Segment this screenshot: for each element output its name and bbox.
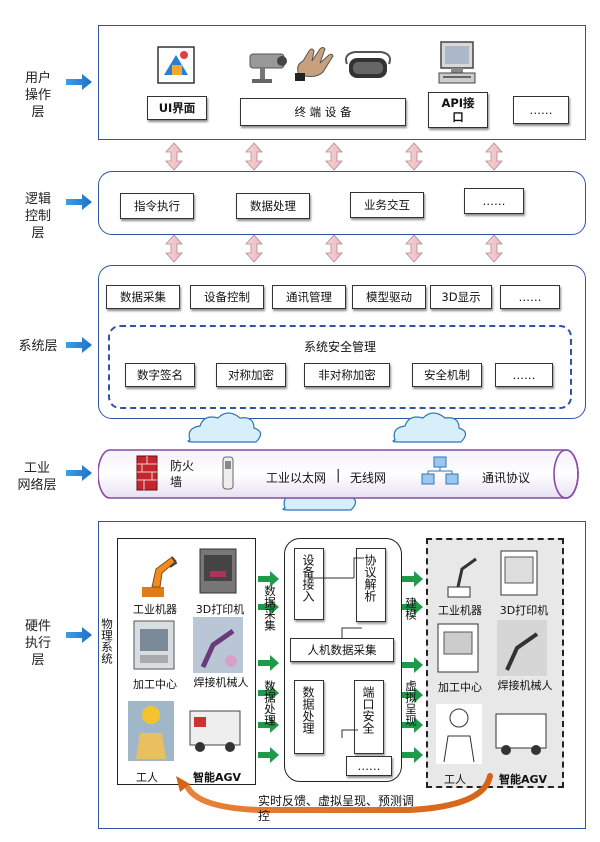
camera-icon xyxy=(249,53,287,83)
layer-label-system: 系统层 xyxy=(18,339,58,354)
physical-label-robot: 工业机器 xyxy=(133,603,177,616)
port-security-label: 端口安全 xyxy=(361,686,375,734)
computer-icon xyxy=(438,41,476,84)
virtual-label-welding: 焊接机械人 xyxy=(497,679,553,692)
sys-item-comm-manage: 通讯管理 xyxy=(272,285,346,309)
sys-item-device-control: 设备控制 xyxy=(190,285,264,309)
double-arrow-icon xyxy=(165,142,503,263)
ui-interface-box: UI界面 xyxy=(147,96,207,120)
physical-label-worker: 工人 xyxy=(136,771,158,784)
sec-item-digital-sign: 数字签名 xyxy=(125,363,195,387)
cmd-exec-box: 指令执行 xyxy=(120,193,194,219)
virtual-welding-icon xyxy=(497,620,547,676)
glove-icon xyxy=(295,47,334,81)
layer-label-logic: 逻辑 控制 层 xyxy=(24,192,51,241)
security-mgmt-title: 系统安全管理 xyxy=(303,340,376,354)
agv-icon xyxy=(189,710,241,752)
physical-system-label: 物理系统 xyxy=(100,618,114,664)
feedback-arrow xyxy=(176,773,493,813)
physical-label-welding: 焊接机械人 xyxy=(193,676,249,689)
sec-item-mechanism: 安全机制 xyxy=(412,363,482,387)
connectors xyxy=(308,557,364,738)
wireless-label: 无线网 xyxy=(350,471,387,485)
vr-headset-icon xyxy=(345,51,391,78)
physical-label-agv: 智能AGV xyxy=(192,771,242,784)
terminal-device-box: 终 端 设 备 xyxy=(240,98,406,126)
data-process-label: 数据处理 xyxy=(263,680,277,726)
virtual-worker-icon xyxy=(436,704,482,764)
hw-more-box: …… xyxy=(346,756,392,776)
biz-interaction-box: 业务交互 xyxy=(350,192,424,218)
sys-item-model-drive: 模型驱动 xyxy=(352,285,426,309)
sec-item-more: …… xyxy=(495,363,553,387)
ethernet-label: 工业以太网 xyxy=(266,471,327,485)
blue-arrow-icon xyxy=(66,74,92,643)
layer-label-network: 工业 网络层 xyxy=(17,461,57,493)
separator-bar: | xyxy=(336,468,341,483)
virtual-label-worker: 工人 xyxy=(444,773,466,786)
firewall-label: 防火 墙 xyxy=(170,459,195,489)
virtual-printer-icon xyxy=(500,550,538,596)
wireless-device-icon xyxy=(222,456,234,490)
data-collect-label: 数据采集 xyxy=(263,585,277,631)
device-access-box xyxy=(294,548,324,620)
port-security-box xyxy=(354,680,384,754)
virtual-label-agv: 智能AGV xyxy=(498,773,548,786)
data-proc-box: 数据处理 xyxy=(236,193,310,219)
machining-center-icon xyxy=(133,620,175,670)
data-proc-hw-box xyxy=(294,680,324,754)
protocol-parse-label: 协议解析 xyxy=(363,554,377,602)
api-box: API接 口 xyxy=(428,92,488,128)
layer-label-hardware: 硬件 执行 层 xyxy=(24,619,51,668)
layer-label-user: 用户 操作 层 xyxy=(24,71,51,120)
network-nodes-icon xyxy=(421,456,459,485)
sys-item-3d-display: 3D显示 xyxy=(430,285,492,309)
arrowhead-icon xyxy=(176,776,190,792)
virtual-label-machining: 加工中心 xyxy=(438,681,482,694)
virtual-machining-icon xyxy=(437,623,479,673)
3d-printer-icon xyxy=(199,548,237,594)
worker-icon xyxy=(128,701,174,761)
sec-item-symmetric: 对称加密 xyxy=(216,363,286,387)
data-proc-hw-label: 数据处理 xyxy=(301,686,315,734)
logic-more-box: …… xyxy=(464,188,524,214)
green-arrow-icon xyxy=(258,571,423,763)
user-more-box: …… xyxy=(513,96,569,124)
industrial-robot-icon xyxy=(142,556,178,597)
virtual-label-printer: 3D打印机 xyxy=(499,604,549,617)
sys-item-more: …… xyxy=(500,285,560,309)
mapping-label: 建模 xyxy=(404,597,418,620)
protocol-label: 通讯协议 xyxy=(482,471,531,485)
network-pipe xyxy=(98,449,579,499)
firewall-icon xyxy=(136,455,158,491)
virtual-label-robot: 工业机器 xyxy=(438,604,482,617)
feedback-label: 实时反馈、虚拟呈现、预测调控 xyxy=(258,794,415,823)
welding-arm-icon xyxy=(193,617,243,673)
physical-label-printer: 3D打印机 xyxy=(195,603,245,616)
virtual-label: 虚拟呈现 xyxy=(404,680,418,726)
ui-icon xyxy=(157,46,195,84)
sys-item-data-collect: 数据采集 xyxy=(106,285,180,309)
sec-item-asymmetric: 非对称加密 xyxy=(304,363,390,387)
virtual-robot-icon xyxy=(447,557,477,598)
physical-label-machining: 加工中心 xyxy=(133,678,177,691)
protocol-parse-box xyxy=(356,548,386,622)
hmi-collect-box: 人机数据采集 xyxy=(290,638,394,662)
security-mgmt-group xyxy=(108,325,572,409)
virtual-agv-icon xyxy=(495,713,547,755)
